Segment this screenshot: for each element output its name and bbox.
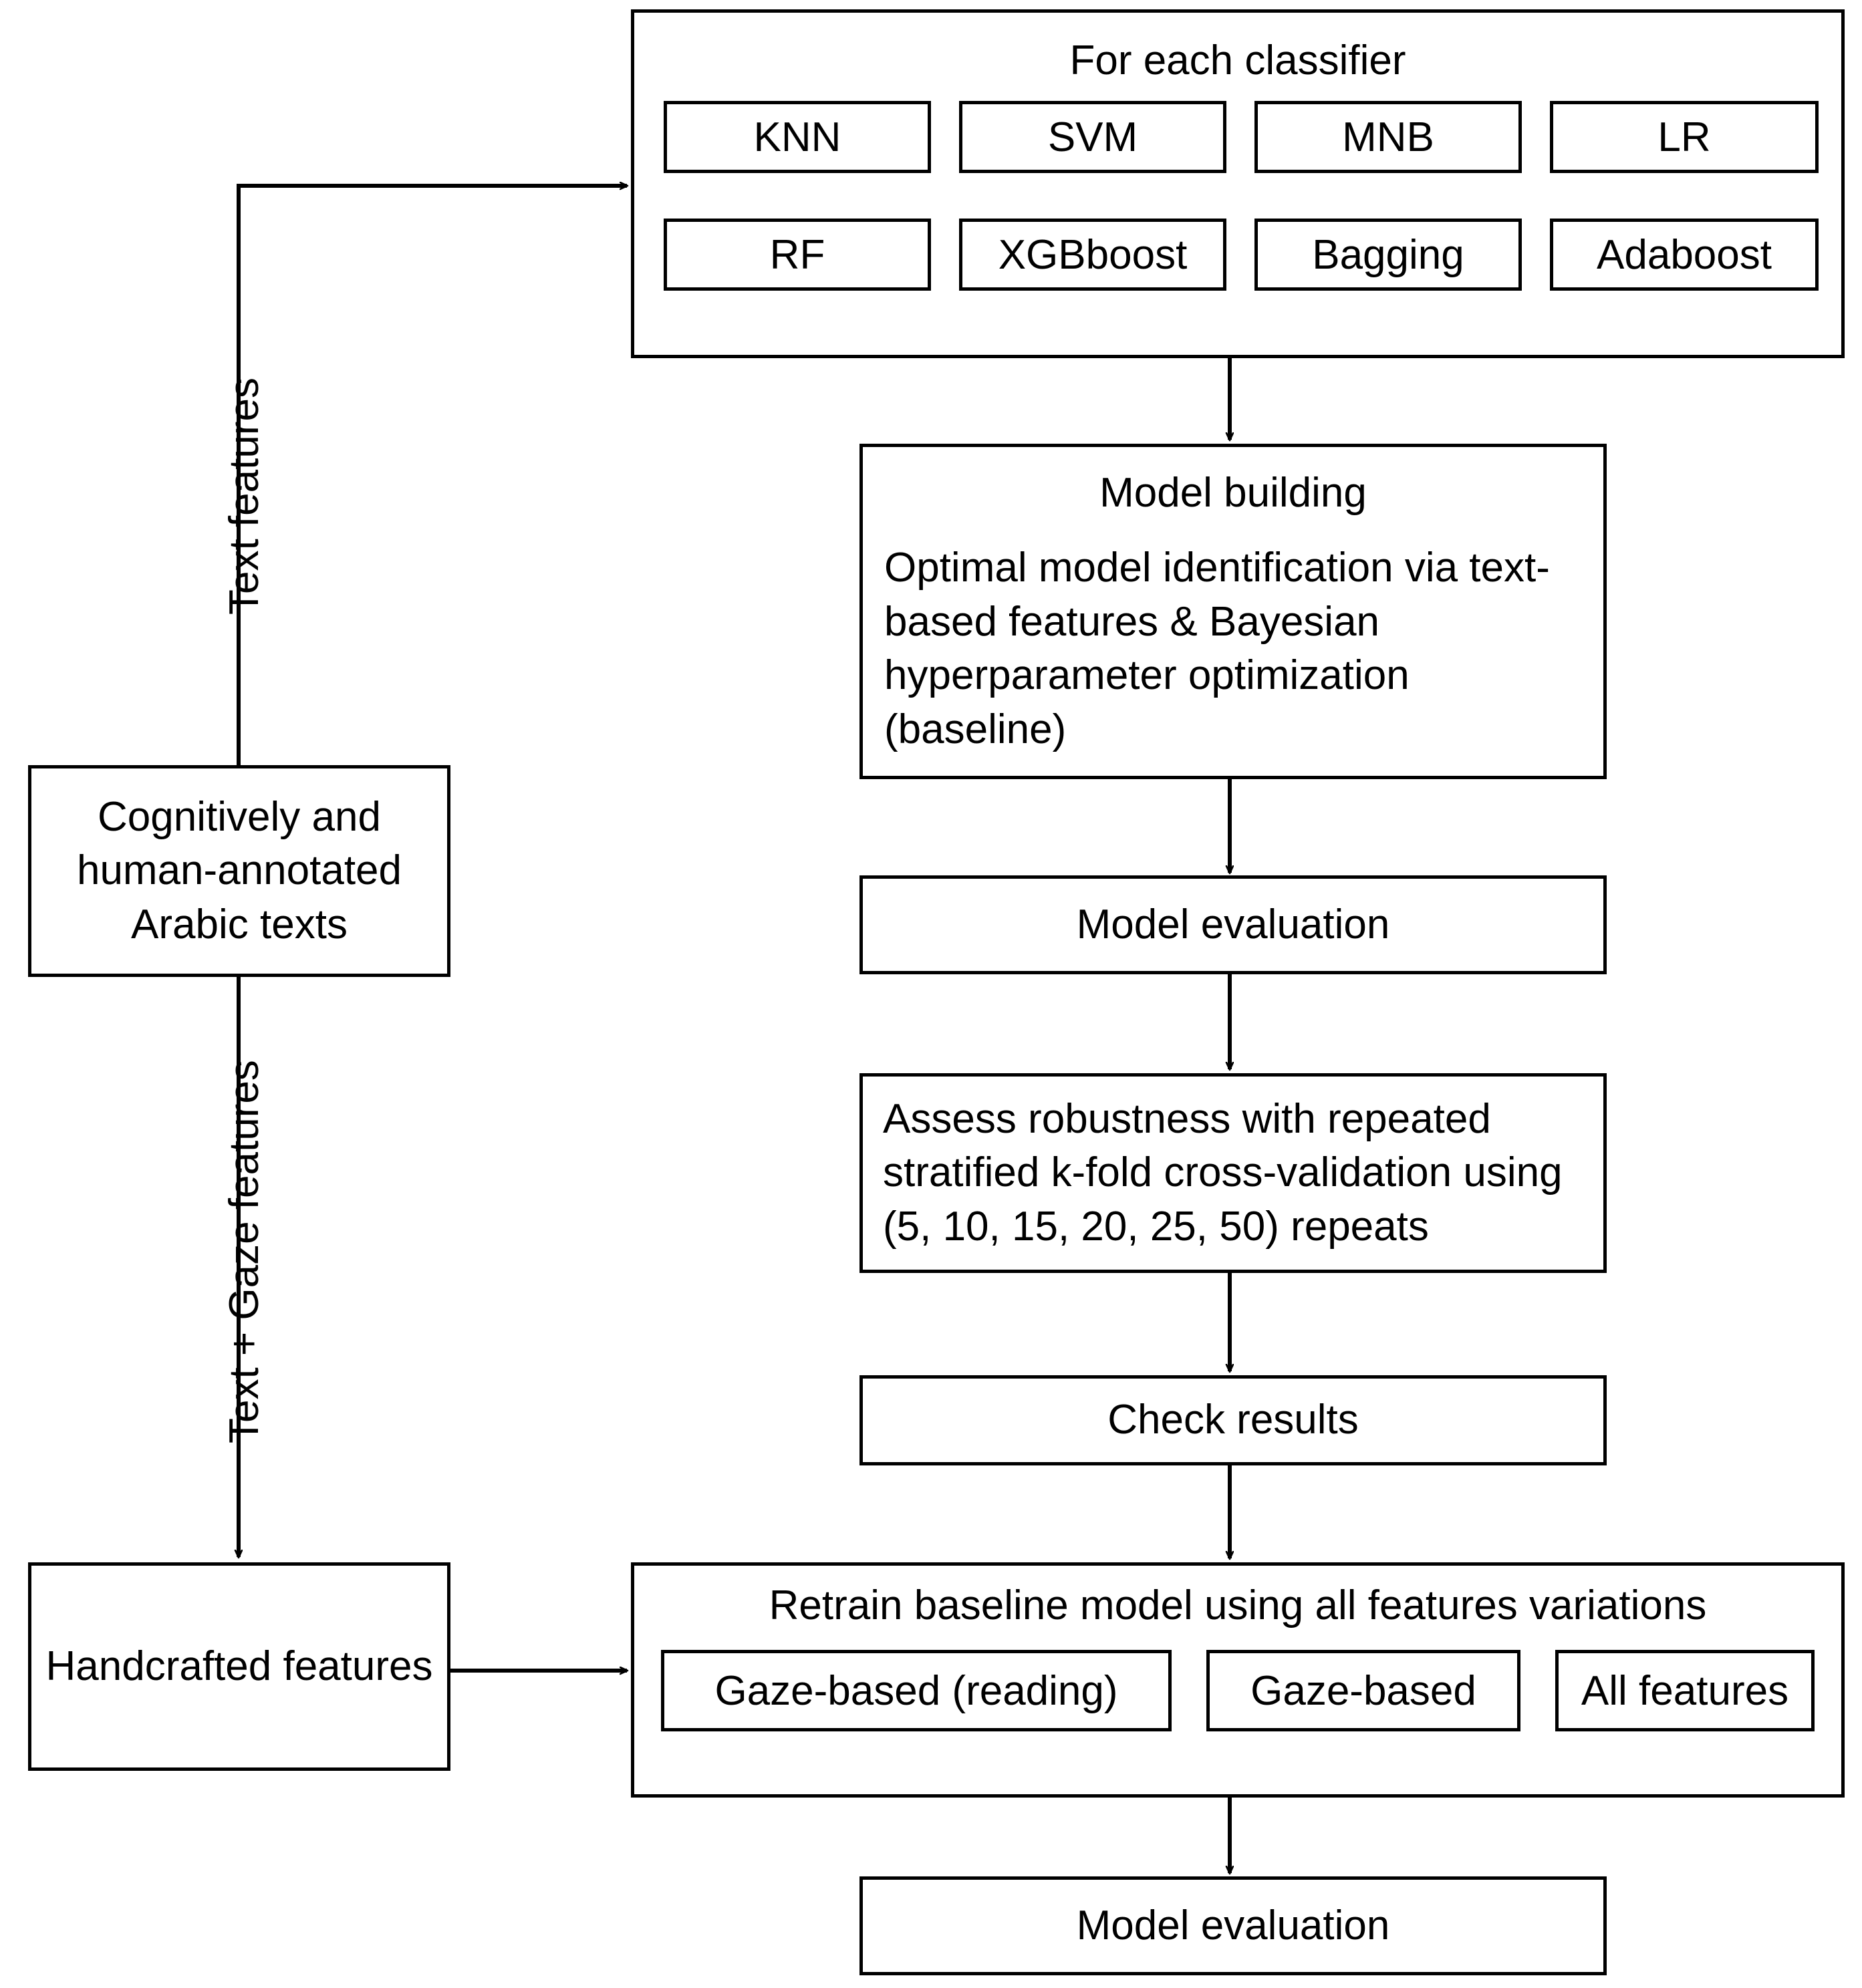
model-evaluation-bottom-label: Model evaluation bbox=[1076, 1902, 1390, 1949]
classifier-chip-knn[interactable]: KNN bbox=[664, 101, 931, 173]
robustness-node[interactable]: Assess robustness with repeated stratifi… bbox=[859, 1073, 1607, 1273]
handcrafted-features-node[interactable]: Handcrafted features bbox=[28, 1562, 450, 1771]
classifier-chip-adaboost[interactable]: Adaboost bbox=[1550, 219, 1819, 291]
robustness-label: Assess robustness with repeated stratifi… bbox=[883, 1095, 1563, 1250]
model-evaluation-top-node[interactable]: Model evaluation bbox=[859, 875, 1607, 974]
data-source-label: Cognitively and human-annotated Arabic t… bbox=[76, 793, 402, 948]
edge-label-text-features: Text features bbox=[221, 378, 267, 615]
retrain-chip-gaze-based[interactable]: Gaze-based bbox=[1206, 1650, 1520, 1731]
classifier-chip-xgbboost[interactable]: XGBboost bbox=[959, 219, 1226, 291]
check-results-label: Check results bbox=[1107, 1397, 1359, 1443]
data-source-node[interactable]: Cognitively and human-annotated Arabic t… bbox=[28, 765, 450, 977]
edge-label-text-gaze-features: Text + Gaze features bbox=[221, 1060, 267, 1443]
check-results-node[interactable]: Check results bbox=[859, 1375, 1607, 1465]
retrain-chip-all-features[interactable]: All features bbox=[1555, 1650, 1815, 1731]
classifier-chip-rf[interactable]: RF bbox=[664, 219, 931, 291]
classifier-chip-mnb[interactable]: MNB bbox=[1254, 101, 1522, 173]
model-building-body: Optimal model identification via text-ba… bbox=[884, 545, 1550, 752]
retrain-chip-gaze-based-reading[interactable]: Gaze-based (reading) bbox=[661, 1650, 1172, 1731]
model-building-heading: Model building bbox=[1099, 469, 1367, 516]
edge-text-features bbox=[237, 186, 627, 765]
classifier-group-box: For each classifier KNN SVM MNB LR RF XG… bbox=[631, 9, 1845, 358]
model-evaluation-bottom-node[interactable]: Model evaluation bbox=[859, 1876, 1607, 1975]
classifier-chip-svm[interactable]: SVM bbox=[959, 101, 1226, 173]
handcrafted-features-label: Handcrafted features bbox=[45, 1643, 433, 1689]
model-building-node[interactable]: Model building Optimal model identificat… bbox=[859, 444, 1607, 779]
retrain-group-box: Retrain baseline model using all feature… bbox=[631, 1562, 1845, 1798]
classifier-group-title: For each classifier bbox=[1069, 37, 1406, 84]
classifier-chip-lr[interactable]: LR bbox=[1550, 101, 1819, 173]
retrain-group-title: Retrain baseline model using all feature… bbox=[769, 1582, 1707, 1628]
model-evaluation-top-label: Model evaluation bbox=[1076, 901, 1390, 948]
classifier-chip-bagging[interactable]: Bagging bbox=[1254, 219, 1522, 291]
